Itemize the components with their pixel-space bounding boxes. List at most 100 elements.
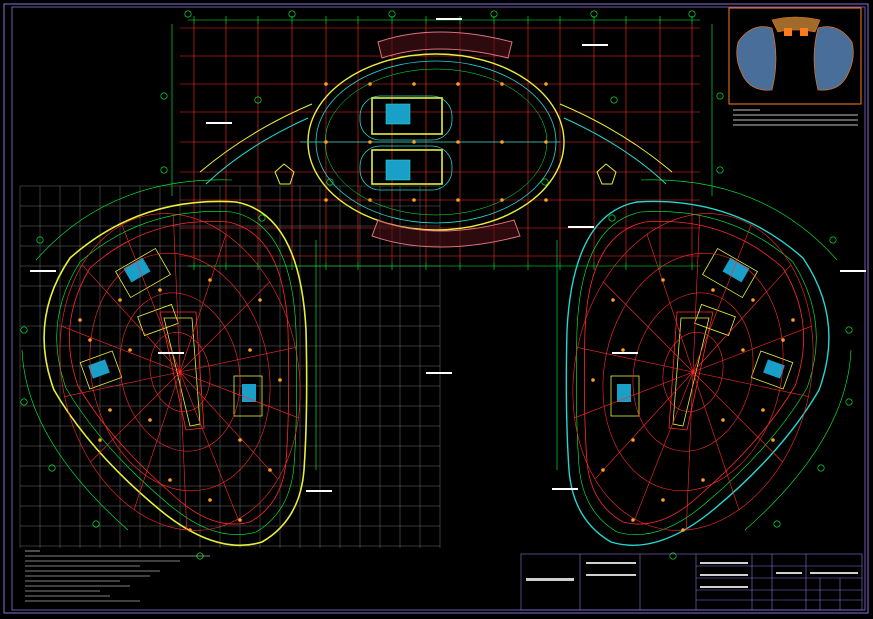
- axis-bubble: [608, 214, 616, 222]
- column-marker: [611, 298, 615, 302]
- axis-bubble: [254, 96, 262, 104]
- column-marker: [601, 468, 605, 472]
- annotation-tag: [568, 226, 594, 228]
- column-marker: [791, 318, 795, 322]
- column-marker: [148, 418, 152, 422]
- key-plan: [728, 7, 862, 105]
- axis-bubble: [716, 92, 724, 100]
- structural-spoke: [133, 371, 181, 510]
- dimension-arc: [21, 349, 129, 531]
- column-marker: [781, 338, 785, 342]
- column-marker: [631, 518, 635, 522]
- annotation-tag: [840, 270, 866, 272]
- axis-bubble: [48, 464, 56, 472]
- axis-bubble: [36, 236, 44, 244]
- structural-spoke: [90, 371, 181, 463]
- axis-bubble: [845, 398, 853, 406]
- column-marker: [368, 198, 372, 202]
- column-marker: [412, 82, 416, 86]
- left-wing-structural-grid: [59, 213, 301, 531]
- structural-spoke: [179, 371, 299, 419]
- column-marker: [500, 198, 504, 202]
- column-marker: [98, 438, 102, 442]
- axis-bubble: [92, 520, 100, 528]
- structural-spoke: [179, 371, 279, 480]
- right-wing-structural-grid: [572, 213, 814, 531]
- dimension-arc: [35, 179, 233, 261]
- structural-spoke: [179, 347, 296, 373]
- axis-bubble: [541, 178, 549, 186]
- axis-bubble: [590, 10, 598, 18]
- axis-bubble: [20, 326, 28, 334]
- column-marker: [456, 82, 460, 86]
- column-marker: [751, 298, 755, 302]
- structural-spoke: [634, 371, 694, 520]
- column-marker: [278, 378, 282, 382]
- axis-bubble: [829, 236, 837, 244]
- axis-bubble: [326, 178, 334, 186]
- axis-bubble: [388, 10, 396, 18]
- column-marker: [324, 82, 328, 86]
- link-corridors: [199, 103, 673, 185]
- background-gray-grid: [19, 185, 441, 548]
- axis-bubble: [845, 326, 853, 334]
- column-marker: [771, 438, 775, 442]
- structural-spoke: [179, 281, 270, 373]
- annotation-tag: [158, 352, 184, 354]
- column-marker: [368, 82, 372, 86]
- wing-dimension-lines: [21, 179, 852, 531]
- column-marker: [78, 318, 82, 322]
- column-marker: [701, 478, 705, 482]
- structural-spoke: [692, 224, 752, 373]
- title-block: [520, 553, 863, 611]
- structural-spoke: [685, 371, 694, 531]
- axis-bubble: [184, 10, 192, 18]
- axis-bubble: [716, 166, 724, 174]
- axis-bubbles: [20, 10, 853, 560]
- axis-bubble: [20, 398, 28, 406]
- column-marker: [238, 438, 242, 442]
- structural-spoke: [121, 224, 181, 373]
- annotation-tag: [612, 352, 638, 354]
- title-block-text-marks: [526, 562, 858, 588]
- column-marker: [711, 288, 715, 292]
- structural-spoke: [81, 264, 181, 373]
- central-oval-building: [300, 31, 565, 248]
- drawing-outer-frame: [3, 3, 869, 614]
- column-marker: [368, 140, 372, 144]
- right-wing-floor-plate: [565, 200, 830, 546]
- structural-spoke: [603, 281, 694, 373]
- annotation-tag: [582, 44, 608, 46]
- structural-spoke: [692, 371, 783, 463]
- column-marker: [500, 82, 504, 86]
- annotation-tag: [552, 488, 578, 490]
- structural-spoke: [61, 325, 181, 373]
- column-marker: [500, 140, 504, 144]
- structural-spoke: [594, 371, 694, 480]
- column-marker: [208, 498, 212, 502]
- axis-bubble: [160, 92, 168, 100]
- column-marker: [621, 348, 625, 352]
- column-marker: [168, 478, 172, 482]
- structural-spoke: [179, 234, 227, 373]
- axis-bubble: [688, 10, 696, 18]
- structural-spoke: [179, 371, 239, 520]
- column-marker: [208, 278, 212, 282]
- column-marker: [681, 528, 685, 532]
- axis-bubble: [773, 520, 781, 528]
- axis-bubble: [669, 552, 677, 560]
- structural-spoke: [692, 371, 809, 397]
- axis-bubble: [160, 166, 168, 174]
- left-wing-floor-plate: [43, 200, 308, 546]
- column-marker: [248, 348, 252, 352]
- structural-spoke: [646, 234, 694, 373]
- column-marker: [188, 528, 192, 532]
- axis-bubble: [258, 214, 266, 222]
- column-marker: [544, 198, 548, 202]
- column-marker: [661, 278, 665, 282]
- general-notes-right: [733, 109, 858, 126]
- annotation-tag: [206, 122, 232, 124]
- structural-spoke: [179, 371, 188, 531]
- column-marker: [456, 140, 460, 144]
